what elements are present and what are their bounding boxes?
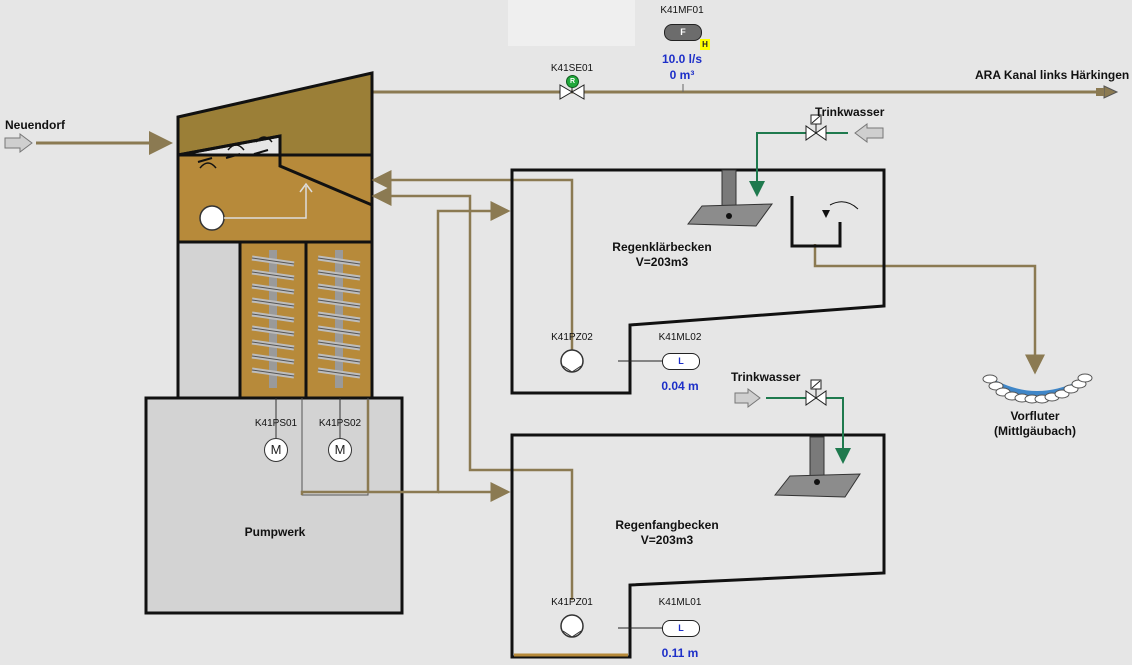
inlet-structure — [176, 71, 374, 244]
level-ml02-value: 0.04 m — [661, 379, 699, 393]
level-ml01-value: 0.11 m — [661, 646, 699, 660]
level-ml02-symbol[interactable]: L — [662, 353, 700, 370]
pump-pz01-symbol[interactable] — [560, 614, 584, 638]
cleaning-nozzle-1 — [687, 169, 774, 227]
level-ml01-symbol[interactable]: L — [662, 620, 700, 637]
flow-meter-flow-value: 10.0 l/s — [661, 52, 703, 66]
label-vorfluter-sub: (Mittlgäubach) — [994, 424, 1076, 438]
motor-ps01-tag: K41PS01 — [254, 418, 298, 429]
flow-meter-alarm-badge[interactable]: H — [700, 39, 710, 50]
regenklaerbecken-tank — [510, 168, 886, 395]
label-neuendorf: Neuendorf — [5, 118, 65, 132]
motor-ps02-symbol[interactable]: M — [328, 438, 352, 462]
screw-pumps — [176, 240, 374, 400]
header-panel — [508, 0, 635, 46]
flow-meter-symbol[interactable]: F — [664, 24, 702, 41]
label-trinkwasser-2: Trinkwasser — [731, 370, 801, 384]
level-ml01-tag: K41ML01 — [658, 597, 702, 608]
flow-meter-volume-value: 0 m³ — [669, 68, 695, 82]
regenfangbecken-tank — [510, 433, 886, 659]
vorfluter-river — [982, 373, 1093, 404]
motor-ps02-tag: K41PS02 — [318, 418, 362, 429]
valve-se01-tag: K41SE01 — [550, 63, 594, 74]
label-pumpwerk: Pumpwerk — [244, 525, 306, 539]
motor-ps01-symbol[interactable]: M — [264, 438, 288, 462]
process-pipes — [300, 84, 1045, 600]
label-regenklaerbecken-volume: V=203m3 — [635, 255, 689, 269]
label-regenklaerbecken: Regenklärbecken — [612, 240, 712, 254]
overflow-weir — [790, 196, 859, 248]
flow-meter-tag: K41MF01 — [660, 5, 704, 16]
fresh-water-line-2 — [734, 379, 851, 464]
inflow-pipe — [4, 131, 173, 155]
label-vorfluter: Vorfluter — [1010, 409, 1060, 423]
cleaning-nozzle-2 — [773, 436, 861, 498]
pumpwerk-building — [144, 396, 404, 615]
pump-pz02-symbol[interactable] — [560, 349, 584, 373]
valve-se01-mode-badge[interactable]: R — [566, 75, 579, 88]
pump-pz02-tag: K41PZ02 — [551, 332, 593, 343]
label-trinkwasser-1: Trinkwasser — [815, 105, 885, 119]
pump-pz01-tag: K41PZ01 — [551, 597, 593, 608]
outflow-pipe — [372, 85, 1119, 99]
level-ml02-tag: K41ML02 — [658, 332, 702, 343]
label-ara-kanal: ARA Kanal links Härkingen — [975, 68, 1130, 82]
fresh-water-line-1 — [749, 114, 884, 197]
label-regenfangbecken: Regenfangbecken — [615, 518, 719, 532]
label-regenfangbecken-volume: V=203m3 — [640, 533, 694, 547]
